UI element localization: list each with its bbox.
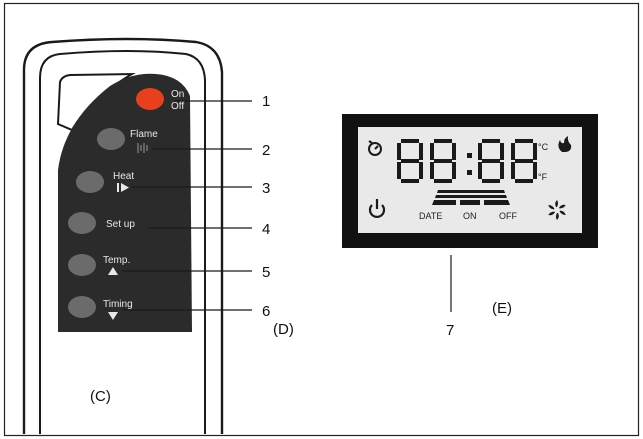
callout-2: 2 [262, 142, 270, 159]
digit-segment [452, 162, 456, 179]
seven-segment-digit-4 [511, 139, 537, 183]
digit-segment [419, 143, 423, 160]
colon-dot-bottom [467, 170, 472, 175]
clock-digits [397, 139, 537, 183]
digit-segment [500, 143, 504, 160]
digit-segment [511, 143, 515, 160]
digit-segment [401, 159, 419, 163]
label-date: DATE [419, 211, 442, 221]
label-off: OFF [499, 211, 517, 221]
fan-blade [556, 213, 559, 220]
fan-icon [548, 200, 566, 220]
digit-segment [434, 179, 452, 183]
digit-segment [401, 139, 419, 143]
triangle-up-icon [108, 267, 118, 275]
callout-7: 7 [446, 322, 454, 339]
power-icon [368, 199, 386, 218]
heat-arrow-icon [117, 183, 129, 192]
flame-icon [558, 136, 572, 152]
callout-1: 1 [262, 93, 270, 110]
setup-label: Set up [106, 219, 135, 230]
timer-icon [368, 140, 382, 156]
level-bars [432, 190, 510, 205]
digit-segment [478, 143, 482, 160]
fan-blade [548, 204, 555, 210]
digit-segment [515, 179, 533, 183]
digit-segment [515, 159, 533, 163]
seven-segment-digit-1 [397, 139, 423, 183]
callout-4: 4 [262, 221, 270, 238]
off-label: Off [171, 101, 184, 112]
unit-celsius: °C [538, 142, 549, 152]
digit-segment [500, 162, 504, 179]
lcd-display: °C °F DATE ON OFF 7 (E) [342, 114, 598, 339]
digit-segment [533, 162, 537, 179]
digit-segment [482, 179, 500, 183]
digit-segment [430, 162, 434, 179]
callout-6: 6 [262, 303, 270, 320]
digit-segment [419, 162, 423, 179]
digit-segment [430, 143, 434, 160]
lcd-screen [358, 127, 582, 233]
seven-segment-digit-2 [430, 139, 456, 183]
caption-d: (D) [273, 321, 294, 338]
temp-button[interactable] [68, 254, 96, 276]
flame-button[interactable] [97, 128, 125, 150]
label-on: ON [463, 211, 477, 221]
heat-button[interactable] [76, 171, 104, 193]
triangle-down-icon [108, 312, 118, 320]
colon-dot-top [467, 153, 472, 158]
digit-segment [533, 143, 537, 160]
digit-segment [434, 139, 452, 143]
digit-segment [401, 179, 419, 183]
digit-segment [515, 139, 533, 143]
digit-segment [482, 139, 500, 143]
on-off-button[interactable] [136, 88, 164, 110]
digit-segment [452, 143, 456, 160]
flame-level-icon [137, 143, 148, 153]
fan-blade [559, 210, 566, 216]
remote-control: On Off Flame Heat Set up Temp. Timing [22, 37, 294, 434]
digit-segment [478, 162, 482, 179]
heat-label: Heat [113, 171, 134, 182]
callout-5: 5 [262, 264, 270, 281]
digit-segment [397, 162, 401, 179]
callout-3: 3 [262, 180, 270, 197]
temp-label: Temp. [103, 255, 130, 266]
figure-border [3, 2, 640, 437]
remote-inner-rim [39, 50, 206, 434]
timing-button[interactable] [68, 296, 96, 318]
fan-blade [555, 200, 558, 207]
digit-segment [434, 159, 452, 163]
timing-label: Timing [103, 299, 133, 310]
unit-fahrenheit: °F [538, 172, 548, 182]
seven-segment-digit-3 [478, 139, 504, 183]
caption-e: (E) [492, 300, 512, 317]
digit-segment [511, 162, 515, 179]
caption-c: (C) [90, 388, 111, 405]
flame-label: Flame [130, 129, 158, 140]
digit-segment [397, 143, 401, 160]
fan-blade [548, 211, 555, 216]
fan-blade [559, 204, 566, 209]
setup-button[interactable] [68, 212, 96, 234]
digit-segment [482, 159, 500, 163]
on-label: On [171, 89, 184, 100]
